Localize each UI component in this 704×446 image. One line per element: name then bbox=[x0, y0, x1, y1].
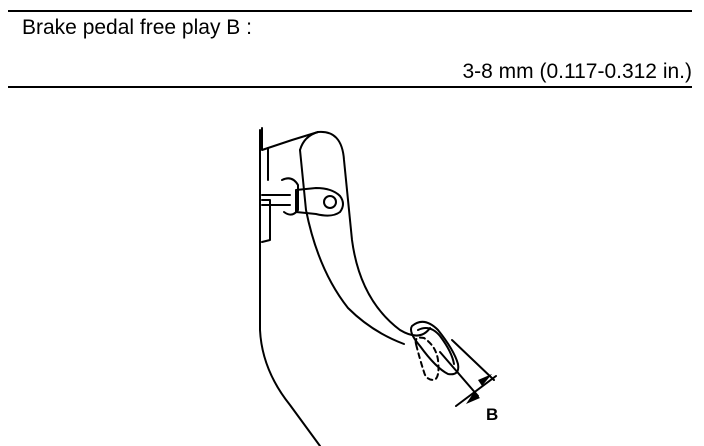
dimension-arrow-2 bbox=[478, 374, 492, 386]
clevis bbox=[295, 187, 344, 217]
spec-label: Brake pedal free play B : bbox=[22, 16, 252, 39]
dimension-arrow-1 bbox=[466, 392, 480, 404]
dimension-extension-2 bbox=[451, 339, 495, 381]
bracket-tab bbox=[261, 199, 271, 243]
pedal-arm bbox=[317, 130, 431, 337]
dimension-extension-1 bbox=[439, 351, 479, 397]
dimension-line bbox=[455, 375, 497, 407]
firewall-outline bbox=[261, 127, 319, 151]
dimension-label-b: B bbox=[486, 405, 498, 424]
bracket-edge bbox=[259, 129, 321, 446]
clevis-pin bbox=[323, 195, 337, 209]
top-rule bbox=[8, 10, 692, 12]
bottom-rule bbox=[8, 86, 692, 88]
spec-value: 3-8 mm (0.117-0.312 in.) bbox=[462, 60, 692, 83]
pushrod-nut bbox=[281, 177, 299, 216]
spec-table: Brake pedal free play B : 3-8 mm (0.117-… bbox=[0, 0, 704, 92]
pedal-pad-depressed bbox=[414, 336, 440, 381]
